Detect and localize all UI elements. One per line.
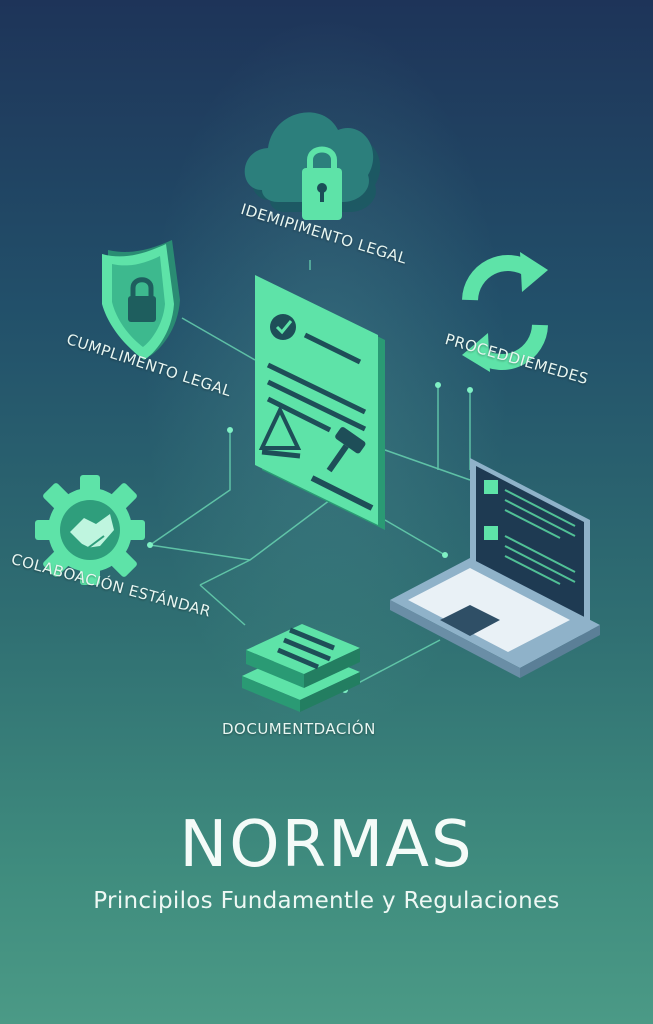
refresh-arrowheads <box>462 252 548 372</box>
page-subtitle: Principilos Fundamentle y Regulaciones <box>93 888 560 914</box>
cloud-lock-icon <box>244 112 381 220</box>
shield-lock-icon <box>102 240 180 360</box>
page-title: NORMAS <box>179 808 474 882</box>
laptop-icon <box>390 458 600 678</box>
label-books: DOCUMENTDACIÓN <box>222 720 376 738</box>
document-icon <box>255 275 385 530</box>
books-icon <box>242 624 360 712</box>
gear-handshake-icon <box>35 475 145 585</box>
connector-lines <box>149 260 471 691</box>
